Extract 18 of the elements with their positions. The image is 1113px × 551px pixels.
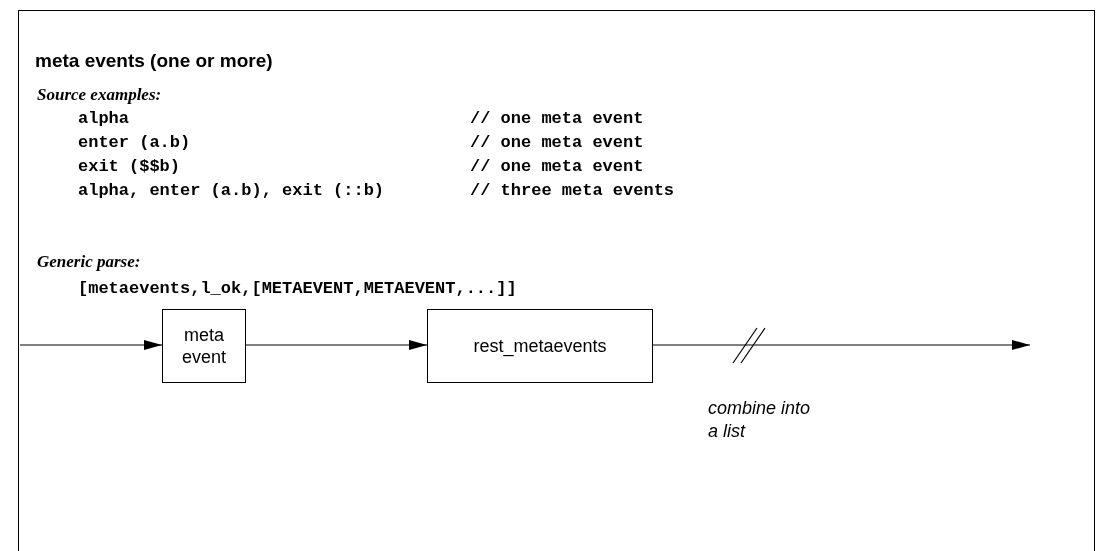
- code-line: enter (a.b): [78, 133, 191, 152]
- code-line: [metaevents,l_ok,[METAEVENT,METAEVENT,...]]: [78, 279, 517, 298]
- code-line: alpha: [78, 109, 129, 128]
- code-comment: // one meta event: [470, 109, 644, 128]
- arrow: [19, 340, 163, 350]
- arrow: [652, 340, 1031, 350]
- code-comment: // one meta event: [470, 133, 644, 152]
- process-box: meta event: [162, 309, 246, 383]
- edge-label: combine into a list: [708, 397, 812, 444]
- section-heading: Generic parse:: [37, 252, 141, 272]
- code-comment: // three meta events: [470, 181, 675, 200]
- code-comment: // one meta event: [470, 157, 644, 176]
- title: meta events (one or more): [35, 50, 273, 72]
- code-line: exit ($$b): [78, 157, 181, 176]
- process-box: rest_metaevents: [427, 309, 653, 383]
- arrow: [245, 340, 428, 350]
- section-heading: Source examples:: [37, 85, 162, 105]
- code-line: alpha, enter (a.b), exit (::b): [78, 181, 385, 200]
